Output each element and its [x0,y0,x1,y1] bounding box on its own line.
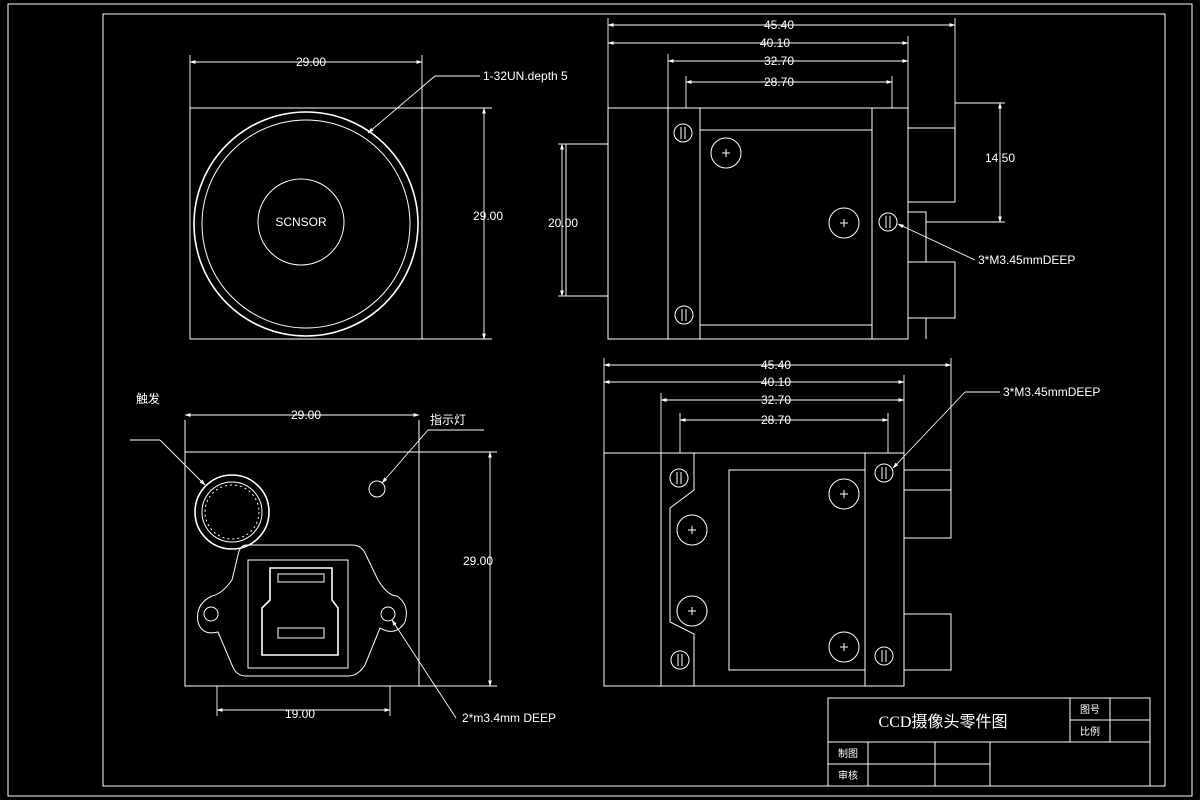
side-view-bottom: 45.40 40.10 32.70 28.70 3*M3.45mmDEEP [603,358,1100,687]
usb-port [247,559,349,669]
indicator-label: 指示灯 [430,412,466,427]
trigger-connector-inner [201,481,263,543]
scale-label: 比例 [1080,725,1100,738]
lens-mount-outer [193,111,419,337]
rear-body [184,451,420,687]
cross-screw-icon [676,514,708,546]
sensor-label: SCNSOR [275,215,327,229]
slot-screw-icon [670,650,690,670]
mount-plate [197,544,407,677]
side-top-left-height: 20.00 [548,216,578,230]
front-body [189,107,423,340]
indicator-led [368,480,386,498]
cross-screw-icon [710,137,742,169]
side-view-top: 45.40 40.10 32.70 28.70 20.00 14.50 3*M3… [548,18,1075,340]
side-bottom-dim-28: 28.70 [761,413,791,427]
slot-screw-icon [669,468,689,488]
front-width-dim: 29.00 [296,55,326,69]
side-bottom-hole-note: 3*M3.45mmDEEP [1003,385,1100,399]
side-bottom-dim-40: 40.10 [761,375,791,389]
side-bottom-dim-45: 45.40 [761,358,791,372]
cross-screw-icon [828,207,860,239]
trigger-connector-outer [194,474,270,550]
cross-screw-icon [676,595,708,627]
thread-note: 1-32UN.depth 5 [483,69,568,83]
checked-label: 审核 [838,769,858,782]
cross-screw-icon [828,631,860,663]
drawn-label: 制图 [838,747,858,760]
front-height-dim: 29.00 [473,209,503,223]
cross-screw-icon [828,478,860,510]
slot-screw-icon [878,212,898,232]
rear-view: 29.00 29.00 19.00 触发 指示灯 2*m3.4mm DEEP [130,391,556,725]
rear-bottom-dim: 19.00 [285,707,315,721]
side-bottom-dim-32: 32.70 [761,393,791,407]
trigger-label: 触发 [136,391,160,406]
sensor-circle [257,178,345,266]
side-top-right-height: 14.50 [985,151,1015,165]
side-top-dim-28: 28.70 [764,75,794,89]
side-top-body [607,107,909,340]
slot-screw-icon [874,463,894,483]
slot-screw-icon [673,123,693,143]
front-view: SCNSOR 29.00 29.00 1-32UN.depth 5 [189,55,568,340]
side-top-dim-32: 32.70 [764,54,794,68]
inner-border [102,13,1166,787]
rear-width-dim: 29.00 [291,408,321,422]
side-bottom-body [603,452,905,687]
side-top-dim-40: 40.10 [760,36,790,50]
title-block: CCD摄像头零件图 图号 比例 制图 审核 [827,697,1151,787]
side-top-dim-45: 45.40 [764,18,794,32]
slot-screw-icon [674,305,694,325]
side-top-hole-note: 3*M3.45mmDEEP [978,253,1075,267]
rear-hole-note: 2*m3.4mm DEEP [462,711,556,725]
lens-mount-inner [201,119,411,329]
outer-border [7,3,1193,797]
slot-screw-icon [874,646,894,666]
drawing-title: CCD摄像头零件图 [879,713,1008,731]
drawing-no-label: 图号 [1080,704,1100,716]
rear-height-dim: 29.00 [463,554,493,568]
